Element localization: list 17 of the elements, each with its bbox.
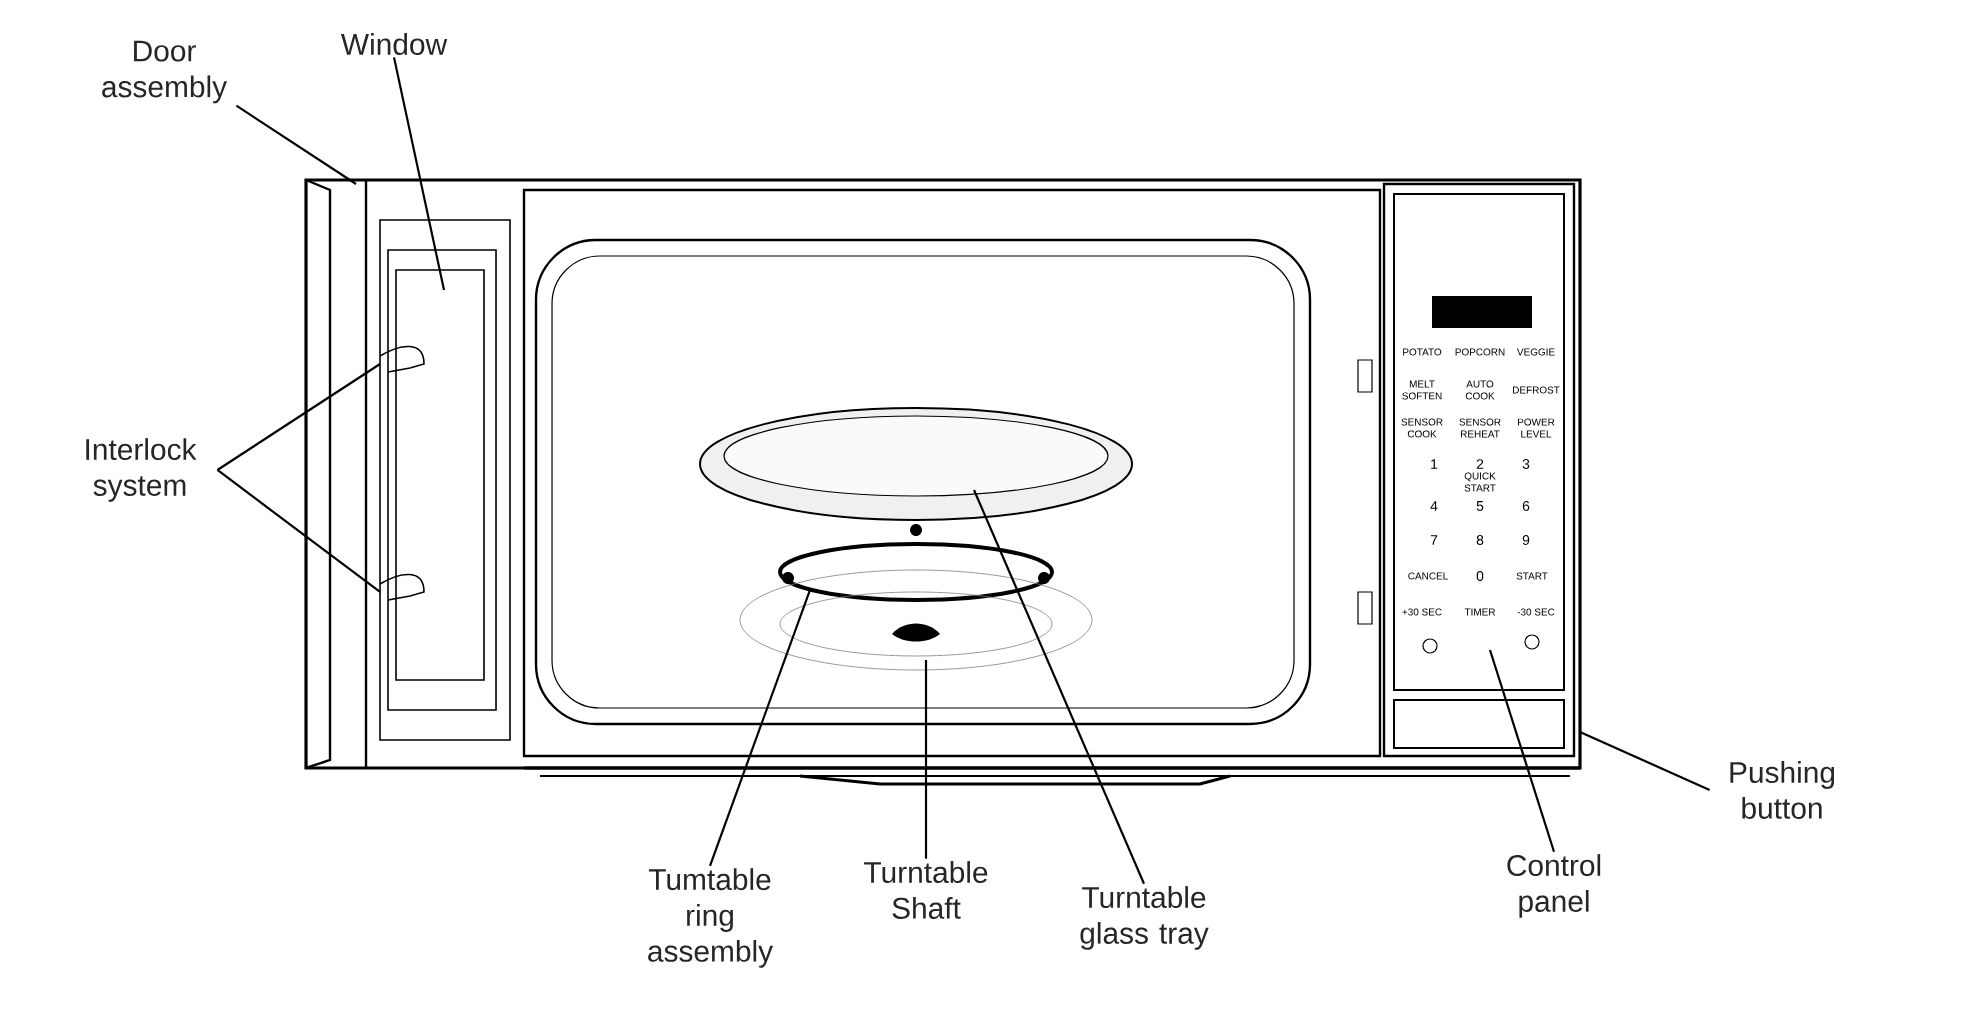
- callout-label: Interlock system: [86, 438, 197, 502]
- callout-label: Turntable Shaft: [864, 861, 988, 919]
- callout-label: Window: [341, 33, 448, 55]
- leader-line: [392, 57, 446, 291]
- leader-line: [973, 489, 1145, 885]
- callout-label: Control panel: [1507, 854, 1601, 918]
- callout-label: Door assembly: [102, 40, 228, 104]
- callout-label: Turntable glass tray: [1080, 886, 1209, 950]
- leader-line: [924, 660, 928, 859]
- leader-line: [1579, 731, 1711, 791]
- leader-line: [216, 363, 381, 471]
- leader-line: [709, 589, 812, 867]
- leader-line: [216, 469, 381, 593]
- callout-label: Tumtable ring assembly: [648, 868, 774, 968]
- callout-label: Pushing button: [1730, 761, 1835, 819]
- leader-line: [1488, 649, 1556, 853]
- leader-line: [235, 104, 357, 185]
